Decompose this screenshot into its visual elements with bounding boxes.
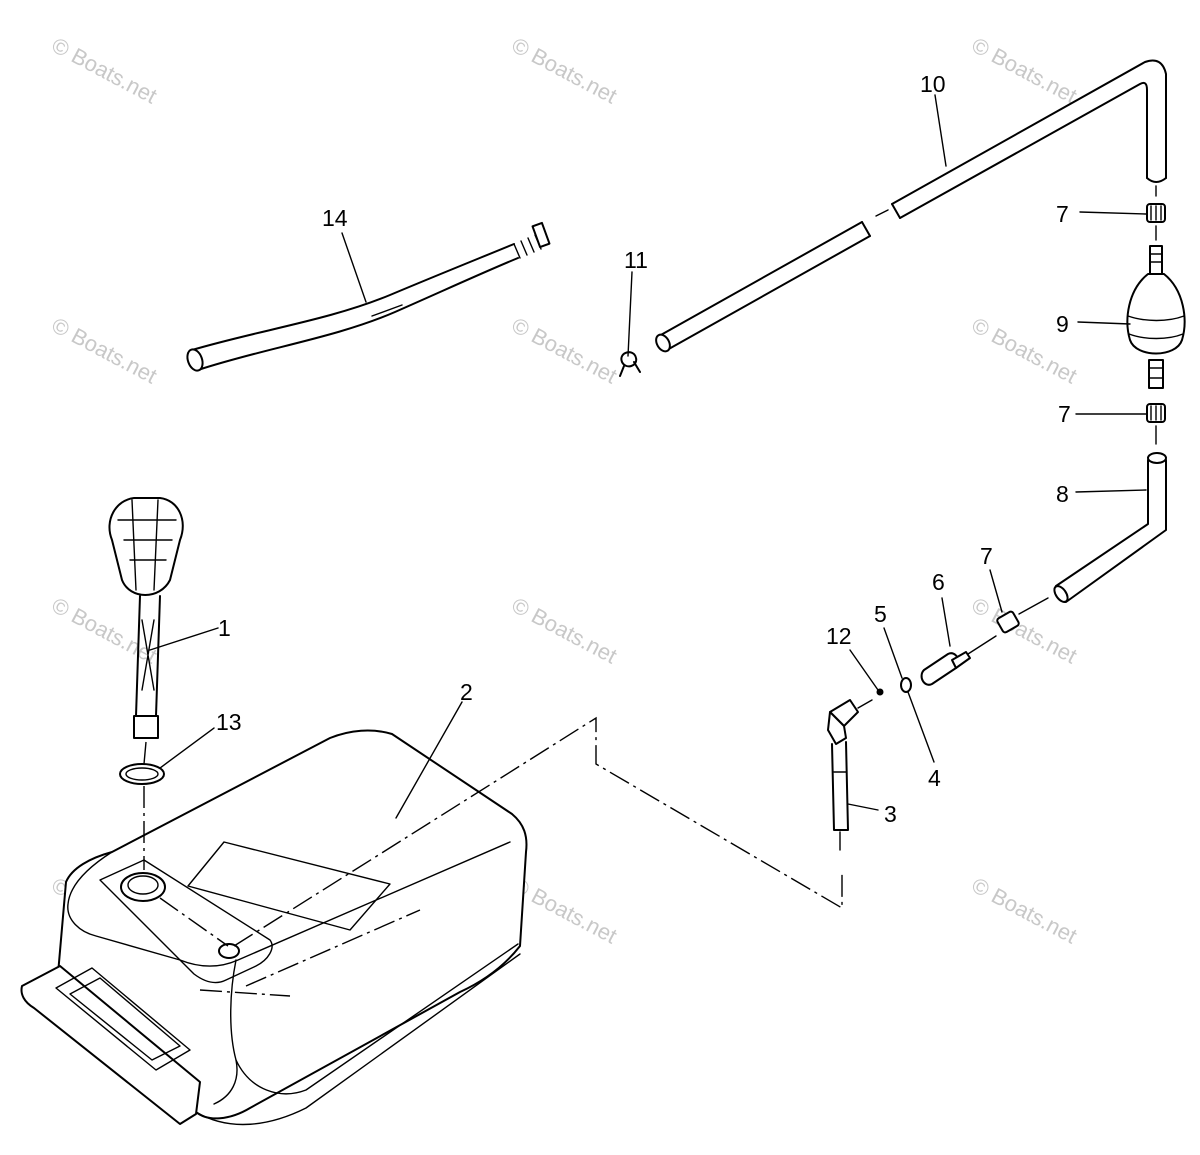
callout-4: 4 [928,765,941,791]
callout-14: 14 [322,205,348,231]
part-8-hose [1053,452,1167,603]
part-9-primer-bulb [1126,245,1186,389]
callout-10: 10 [920,71,946,97]
part-7-clamp-middle [1146,403,1166,445]
part-1-filler-cap-gauge [108,497,184,739]
callout-13: 13 [216,709,242,735]
part-11-clip [619,351,641,377]
part-5-seal [900,677,912,693]
callout-7-top: 7 [1056,201,1069,227]
watermark: © Boats.net [48,312,162,388]
part-13-o-ring [119,763,165,785]
callout-labels: 1 2 3 4 5 6 7 7 7 8 9 10 11 12 13 14 [216,71,1071,827]
watermark: © Boats.net [508,592,622,668]
assembly-lines [143,716,843,997]
callout-7-middle: 7 [1058,401,1071,427]
callout-2: 2 [460,679,473,705]
watermark: © Boats.net [968,872,1082,948]
callout-5: 5 [874,601,887,627]
callout-7-lower: 7 [980,543,993,569]
callout-9: 9 [1056,311,1069,337]
watermark: © Boats.net [968,32,1082,108]
callout-3: 3 [884,801,897,827]
watermark: © Boats.net [48,32,162,108]
watermark: © Boats.net [508,312,622,388]
watermark: © Boats.net [968,592,1082,668]
callout-12: 12 [826,623,852,649]
callout-11: 11 [624,247,648,273]
part-14-fuel-line [186,221,551,372]
callout-8: 8 [1056,481,1069,507]
part-7-clamp-top [1146,203,1166,241]
callout-1: 1 [218,615,231,641]
callout-6: 6 [932,569,945,595]
part-2-fuel-tank [20,729,528,1126]
part-6-fitting [920,635,997,686]
watermark: © Boats.net [508,32,622,108]
leader-lines [149,94,1147,819]
part-3-pickup-tube [827,699,873,851]
part-7-clamp-lower [996,597,1049,634]
part-10-fuel-tube [655,59,1167,353]
